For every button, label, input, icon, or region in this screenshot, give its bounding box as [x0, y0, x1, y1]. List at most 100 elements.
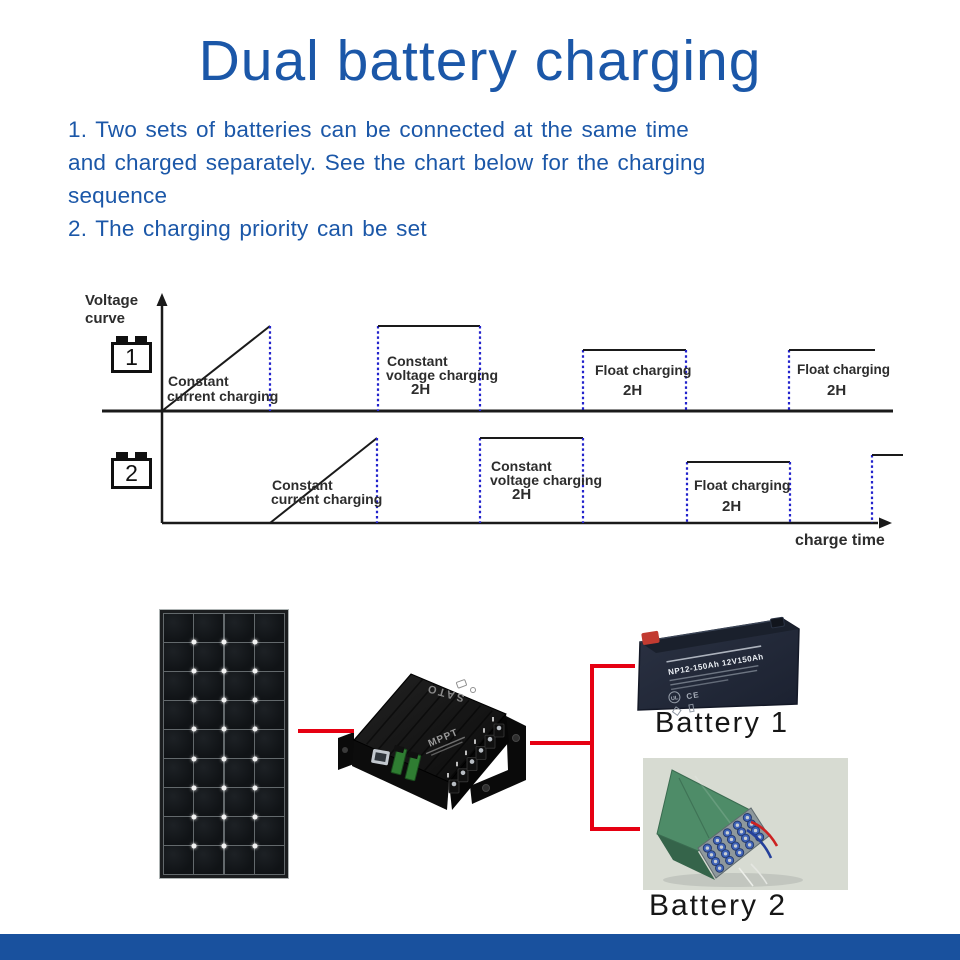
chart-label: curve [85, 310, 126, 327]
page-title: Dual battery charging [198, 29, 762, 93]
chart-axis-arrow [879, 517, 892, 529]
solar-cell [255, 643, 284, 671]
chart-label: 2H [722, 498, 742, 515]
battery1-small-print [669, 664, 759, 682]
chart-label: voltage charging [386, 367, 499, 383]
mppt-fin [377, 683, 435, 751]
battery2-cell-cap [709, 853, 714, 857]
mppt-terminal-screw [496, 725, 502, 731]
battery2-side-face [657, 834, 715, 880]
solar-panel-cells [164, 614, 284, 874]
battery1-chart-icon: 1 [111, 336, 152, 373]
solar-cell [255, 672, 284, 700]
mppt-mount-hole [342, 747, 348, 753]
solar-cell-junction-dot [252, 756, 257, 762]
chart-label: current charging [271, 491, 383, 507]
solar-cell [224, 614, 254, 642]
mppt-heatsink-fins [354, 674, 505, 782]
battery2-red-wire [750, 820, 779, 847]
solar-cell-junction-dot [221, 697, 227, 703]
battery2-cell-cap [733, 844, 738, 848]
battery2-label: Battery 2 [648, 889, 788, 922]
solar-cell [224, 846, 254, 874]
wire-panel-to-controller [298, 729, 354, 733]
ul-mark-icon [668, 691, 681, 704]
mppt-terminal-screw [469, 759, 475, 764]
mppt-fin [435, 710, 493, 777]
mppt-fin [423, 704, 482, 772]
solar-cell-junction-dot [252, 639, 257, 645]
mppt-screw-terminal [475, 746, 487, 760]
solar-cell [164, 788, 193, 816]
battery2-cell-cap [729, 837, 734, 842]
chart-label: charge time [795, 532, 885, 549]
mppt-terminal-mark [447, 773, 449, 778]
battery2-cell-cap [717, 866, 722, 870]
solar-cell-junction-dot [252, 697, 257, 703]
solar-cell-junction-dot [221, 668, 227, 674]
battery2-cell-cap [737, 850, 742, 855]
mppt-controller-image: SATO MPPT [338, 673, 526, 810]
battery1-label: Battery 1 [654, 707, 790, 739]
battery2-white-wire [750, 863, 768, 885]
solar-cell [224, 759, 254, 787]
solar-cell [194, 759, 224, 787]
solar-cell [164, 730, 193, 758]
chart-label: Constant [168, 373, 229, 389]
battery2-white-wire [738, 867, 754, 887]
mppt-terminal-screw [460, 770, 466, 776]
solar-cell [255, 730, 284, 758]
solar-cell [255, 817, 284, 845]
battery1-small-print [670, 679, 729, 691]
solar-cell [164, 759, 193, 787]
solar-cell-junction-dot [191, 814, 196, 820]
battery1-small-print [670, 669, 758, 686]
chart-canvas [102, 293, 903, 529]
solar-cell [194, 846, 224, 874]
solar-cell-junction-dot [191, 726, 196, 732]
mppt-screw-terminal [457, 768, 469, 783]
ce-mark-text: CE [686, 690, 700, 701]
mppt-terminal-mark [474, 739, 476, 744]
battery2-cell-cap [739, 830, 744, 834]
mppt-mount-hole [512, 734, 520, 742]
battery2-cell-cap [715, 838, 720, 843]
battery1-icon-number: 1 [125, 344, 138, 370]
battery2-image [643, 758, 848, 890]
mppt-terminal-cap [407, 750, 419, 760]
battery2-chart-icon: 2 [111, 452, 152, 489]
chart-label: 2H [827, 382, 847, 399]
battery2-cell-cap [727, 858, 732, 863]
mppt-fin [354, 674, 412, 740]
chart-label: voltage charging [490, 472, 603, 488]
intro-line: 2. The charging priority can be set [68, 216, 427, 241]
ul-mark-text: UL [671, 695, 680, 702]
solar-cell [164, 817, 193, 845]
battery2-icon-number: 2 [125, 460, 138, 486]
solar-cell [255, 788, 284, 816]
solar-cell [224, 672, 254, 700]
solar-cell-junction-dot [221, 726, 227, 732]
mppt-fin [412, 699, 470, 766]
solar-cell-junction-dot [252, 668, 257, 674]
battery1-print-mark [671, 706, 682, 716]
mppt-small-print [430, 741, 463, 756]
mppt-screw-terminal [448, 779, 460, 794]
solar-cell [194, 643, 224, 671]
battery2-cell-cap [745, 815, 750, 820]
wire-controller-to-batteries [530, 741, 592, 745]
battery1-lid-edge [639, 618, 784, 643]
solar-cell-junction-dot [191, 785, 196, 791]
mppt-screw-terminal [466, 757, 478, 771]
intro-line: and charged separately. See the chart be… [68, 150, 706, 175]
battery2-cell-cap [753, 828, 758, 833]
mppt-small-print [425, 736, 466, 755]
chart-label: Voltage [85, 292, 139, 309]
chart-label: 2H [623, 382, 643, 399]
battery2-cell-cap [705, 846, 710, 850]
chart-line [161, 325, 271, 412]
solar-cell [194, 614, 224, 642]
intro-line: sequence [68, 183, 168, 208]
battery1-lid [640, 619, 799, 653]
